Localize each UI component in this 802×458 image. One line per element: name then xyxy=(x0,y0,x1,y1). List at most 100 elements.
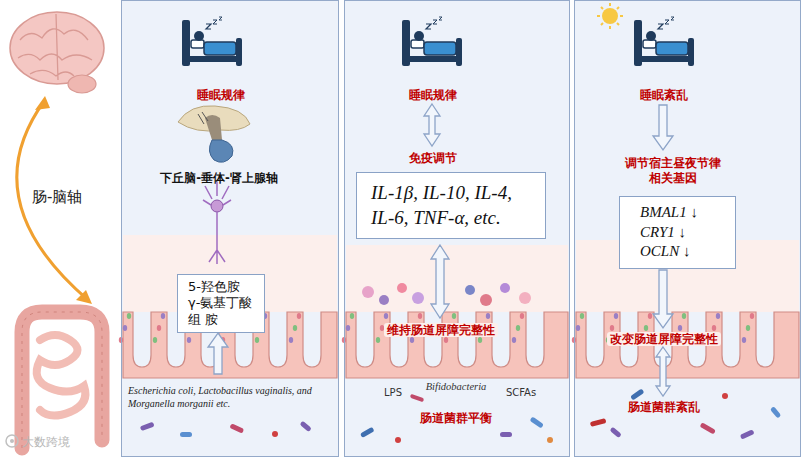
immune-cells-part xyxy=(362,286,374,298)
intestinal-villi-part xyxy=(255,337,259,343)
panel-fill xyxy=(121,0,801,457)
bacteria-part xyxy=(410,394,425,403)
panel-fill-part xyxy=(344,0,570,457)
brain-icon-part xyxy=(18,14,92,80)
intestinal-villi-part xyxy=(346,312,568,378)
box-text: BMAL1 ↓ CRY1 ↓ OCLN ↓ xyxy=(640,203,715,262)
gut-brain-arrow-part xyxy=(35,96,50,110)
bacteria xyxy=(140,388,782,443)
intestinal-villi-part xyxy=(384,313,388,319)
intestinal-villi-part xyxy=(486,313,490,319)
intestinal-villi-part xyxy=(580,313,584,319)
immune-cells-part xyxy=(397,283,407,293)
intestinal-villi-part xyxy=(418,313,422,319)
intestinal-villi-part xyxy=(157,325,161,331)
sun-icon-part xyxy=(597,3,623,29)
brain-icon xyxy=(10,12,104,93)
watermark-logo-part xyxy=(10,439,14,443)
panel-text: Bifidobacteria xyxy=(426,381,487,392)
hollow-arrows xyxy=(208,104,673,396)
panel-text: 调节宿主昼夜节律 相关基因 xyxy=(625,156,722,186)
bacteria-part xyxy=(609,427,621,439)
panel-text: 睡眠紊乱 xyxy=(640,88,688,102)
intestinal-villi-part xyxy=(161,313,165,319)
sun-icon xyxy=(597,3,623,29)
box-text: IL-1β, IL-10, IL-4, IL-6, TNF-α, etc. xyxy=(371,181,531,230)
immune-cells-part xyxy=(379,295,389,305)
intestinal-villi-part xyxy=(746,325,750,331)
bacteria-part xyxy=(395,437,401,443)
intestinal-villi-part xyxy=(293,325,297,331)
panel: 睡眠规律下丘脑-垂体-肾上腺轴Escherichia coli, Lactoba… xyxy=(121,0,339,457)
intestinal-villi-part xyxy=(289,337,293,343)
bacteria-part xyxy=(722,393,728,399)
process-box: IL-1β, IL-10, IL-4, IL-6, TNF-α, etc. xyxy=(356,172,546,239)
panel-fill-part xyxy=(574,0,801,457)
watermark: 大数跨境 xyxy=(22,434,70,451)
gut-brain-arrow xyxy=(17,96,92,304)
intestinal-villi-part xyxy=(576,312,799,378)
intestinal-villi-part xyxy=(648,313,652,319)
watermark-logo xyxy=(6,435,18,447)
bacteria-part xyxy=(530,416,544,428)
panel-text: LPS xyxy=(384,387,402,398)
hypothalamus-pituitary-icon-part xyxy=(209,140,232,162)
panel-text: Escherichia coli, Lactobacillus vaginali… xyxy=(128,384,334,410)
panel: 睡眠紊乱调节宿主昼夜节律 相关基因改变肠道屏障完整性肠道菌群紊乱BMAL1 ↓ … xyxy=(574,0,801,457)
panel-text: 免疫调节 xyxy=(409,151,457,165)
intestinal-villi-part xyxy=(123,325,127,331)
bacteria-part xyxy=(272,431,278,437)
hypothalamus-pituitary-icon-part xyxy=(205,115,222,140)
intestinal-villi-part xyxy=(452,313,456,319)
intestine-icon-part xyxy=(37,335,86,416)
intestinal-villi-part xyxy=(712,325,716,331)
intestinal-villi-part xyxy=(297,313,301,319)
immune-cells xyxy=(362,283,531,306)
intestinal-villi-part xyxy=(742,337,746,343)
intestinal-villi-part xyxy=(644,325,648,331)
mucosa-ground-part xyxy=(346,245,568,312)
sun-icon-part xyxy=(602,8,618,24)
process-box: 5-羟色胺 γ-氨基丁酸 组 胺 xyxy=(177,274,265,333)
intestinal-villi-part xyxy=(376,337,380,343)
hollow-arrows-part xyxy=(656,347,670,396)
immune-cells-part xyxy=(519,292,531,304)
intestinal-villi-part xyxy=(478,337,482,343)
intestinal-villi-part xyxy=(678,325,682,331)
sleep-bed-icons-part xyxy=(182,17,242,66)
gut-brain-arrow-part xyxy=(17,100,88,300)
intestinal-villi-part xyxy=(576,325,580,331)
bacteria-part xyxy=(700,422,716,434)
immune-cells-part xyxy=(465,285,475,295)
sleep-bed-icons-part xyxy=(634,17,694,66)
panel-text: 下丘脑-垂体-肾上腺轴 xyxy=(160,171,278,186)
panel-text: SCFAs xyxy=(506,387,536,398)
hypothalamus-pituitary-icon xyxy=(178,106,250,162)
hollow-arrows-part xyxy=(208,333,228,374)
bacteria-part xyxy=(500,432,512,437)
panel-fill-part xyxy=(121,0,339,457)
hollow-arrows-part xyxy=(653,270,673,328)
hollow-arrows-part xyxy=(431,245,449,318)
bacteria-part xyxy=(740,429,755,439)
intestinal-villi-part xyxy=(512,337,516,343)
brain-icon-part xyxy=(10,12,104,84)
intestinal-villi-part xyxy=(444,337,448,343)
intestine-icon xyxy=(22,312,102,448)
neuron-icon-part xyxy=(209,212,225,264)
bacteria-part xyxy=(180,432,192,437)
neuron-icon xyxy=(203,182,231,264)
intestinal-villi-part xyxy=(410,337,414,343)
bacteria-part xyxy=(360,427,375,438)
intestine-icon-part xyxy=(22,312,102,448)
brain-icon-part xyxy=(68,75,96,93)
panel-text: 维持肠道屏障完整性 xyxy=(384,323,498,337)
bacteria-part xyxy=(547,437,553,443)
intestine-icon-part xyxy=(22,312,102,448)
immune-cells-part xyxy=(500,283,510,293)
intestinal-villi-part xyxy=(350,313,354,319)
intestinal-villi-part xyxy=(716,313,720,319)
axis-label: 肠-脑轴 xyxy=(32,188,82,207)
panel-text: 睡眠规律 xyxy=(409,88,457,102)
